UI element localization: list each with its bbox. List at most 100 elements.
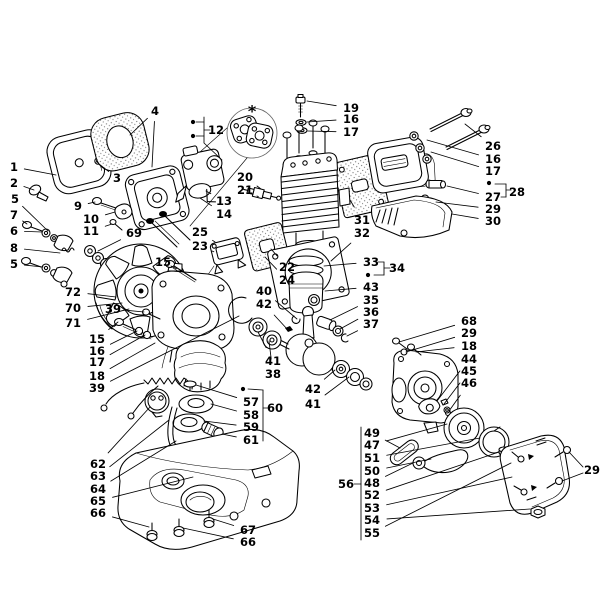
leader-line — [109, 334, 146, 356]
leader-line — [324, 376, 350, 396]
leader-line — [256, 185, 262, 190]
insulator-detail-circle — [226, 107, 278, 159]
throttle-linkage — [91, 196, 133, 231]
leader-line — [443, 382, 461, 405]
part-label-12: 12 — [208, 123, 224, 137]
part-label-9: 9 — [74, 199, 82, 213]
leader-line — [109, 330, 138, 345]
part-label-58: 58 — [243, 408, 259, 422]
cap-retainer — [144, 388, 170, 418]
part-label-45: 45 — [461, 364, 477, 378]
part-label-41: 41 — [265, 354, 281, 368]
part-label-15: 15 — [89, 332, 105, 346]
part-label-20: 20 — [237, 170, 253, 184]
part-label-13: 13 — [216, 194, 232, 208]
inclusion-dot — [486, 180, 492, 186]
part-label-63: 63 — [90, 469, 106, 483]
inclusion-dot — [190, 119, 196, 125]
leader-line — [151, 121, 155, 168]
leader-line — [256, 195, 259, 198]
piston — [288, 271, 324, 314]
leader-line — [270, 248, 278, 257]
part-label-21: 21 — [237, 183, 253, 197]
part-label-53: 53 — [364, 501, 380, 515]
clutch-assembly — [418, 398, 441, 415]
part-label-37: 37 — [363, 317, 379, 331]
leader-line — [104, 211, 116, 216]
part-label-62: 62 — [90, 457, 106, 471]
leader-line — [87, 308, 130, 320]
crankcase-screws — [113, 259, 197, 340]
leader-line — [24, 248, 61, 254]
part-label-30: 30 — [485, 214, 501, 228]
leader-line — [346, 330, 359, 337]
starter-cover — [499, 434, 570, 515]
part-label-28: 28 — [509, 185, 525, 199]
part-label-41: 41 — [305, 397, 321, 411]
leader-line — [24, 264, 44, 268]
bracket-line — [203, 116, 223, 161]
part-label-36: 36 — [363, 305, 379, 319]
leader-line — [323, 369, 336, 380]
part-label-25: 25 — [192, 225, 208, 239]
part-label-19: 19 — [343, 101, 359, 115]
bracket-line — [561, 472, 584, 482]
leader-line — [329, 306, 358, 321]
part-label-69: 69 — [126, 226, 142, 240]
part-label-1: 1 — [10, 160, 18, 174]
leader-line — [23, 168, 57, 176]
pin-clip — [340, 333, 349, 343]
leader-line — [210, 403, 237, 412]
leader-line — [109, 419, 170, 468]
leader-line — [109, 315, 240, 382]
leader-line — [330, 242, 352, 262]
leader-line — [323, 262, 357, 267]
woodruff-key — [285, 326, 293, 332]
part-label-33: 33 — [363, 255, 379, 269]
carb-mount-screws — [146, 211, 191, 248]
part-label-59: 59 — [243, 420, 259, 434]
clutch-housing — [391, 349, 459, 434]
part-label-54: 54 — [364, 513, 380, 527]
part-label-72: 72 — [65, 285, 81, 299]
part-label-55: 55 — [364, 526, 380, 540]
callout-layer: 1257685727071910113412691539151617183962… — [10, 100, 600, 549]
needle-bearing — [332, 325, 344, 337]
leader-line — [384, 462, 512, 527]
leader-line — [199, 197, 212, 207]
leader-line — [87, 302, 123, 307]
asterisk-label: * — [248, 102, 257, 121]
leader-line — [24, 230, 43, 233]
part-label-16: 16 — [343, 112, 359, 126]
part-label-71: 71 — [65, 316, 81, 330]
part-label-70: 70 — [65, 301, 81, 315]
snap-ring — [228, 296, 253, 324]
foam-filter — [90, 112, 150, 172]
leader-line — [324, 287, 357, 292]
leader-line — [22, 205, 49, 232]
leader-line — [257, 331, 267, 349]
part-label-8: 8 — [10, 241, 18, 255]
part-label-4: 4 — [151, 104, 159, 118]
inclusion-dot — [240, 386, 246, 392]
clutch-hardware — [440, 398, 451, 414]
leader-line — [386, 423, 448, 442]
part-label-66: 66 — [240, 535, 256, 549]
part-label-5: 5 — [11, 192, 19, 206]
throttle-cable — [100, 377, 189, 420]
leader-line — [109, 342, 156, 370]
part-label-7: 7 — [10, 208, 18, 222]
leader-line — [112, 516, 150, 528]
leader-line — [273, 314, 289, 331]
leader-line — [306, 119, 337, 123]
cap-ring — [172, 413, 206, 433]
part-label-11: 11 — [83, 224, 99, 238]
leader-line — [339, 318, 359, 330]
part-label-34: 34 — [389, 261, 405, 275]
part-label-44: 44 — [461, 352, 477, 366]
leader-line — [451, 213, 479, 219]
part-label-65: 65 — [90, 494, 106, 508]
leader-line — [349, 199, 355, 208]
part-label-29: 29 — [584, 463, 600, 477]
